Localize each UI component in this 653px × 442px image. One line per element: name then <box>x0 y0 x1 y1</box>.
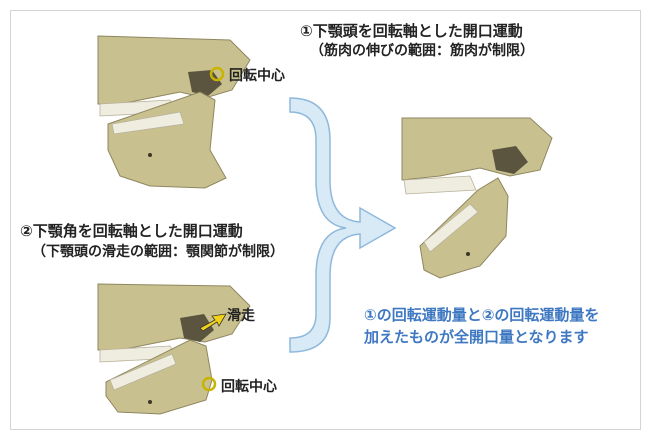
skull-top <box>98 36 250 188</box>
skull-right <box>402 118 552 278</box>
caption-top-line2: （筋肉の伸びの範囲：筋肉が制限） <box>310 42 534 61</box>
label-rotation-center-bottom: 回転中心 <box>221 376 277 396</box>
label-glide: 滑走 <box>227 305 255 325</box>
caption-bottom-line1: ②下顎角を回転軸とした開口運動 <box>20 222 243 241</box>
note-line2: 加えたものが全開口量となります <box>364 326 589 348</box>
note-line1: ①の回転運動量と②の回転運動量を <box>364 304 599 326</box>
caption-top-line1: ①下顎頭を回転軸とした開口運動 <box>300 22 523 41</box>
caption-bottom-line2: （下顎頭の滑走の範囲：顎関節が制限） <box>32 243 284 262</box>
label-rotation-center-top: 回転中心 <box>229 65 285 85</box>
